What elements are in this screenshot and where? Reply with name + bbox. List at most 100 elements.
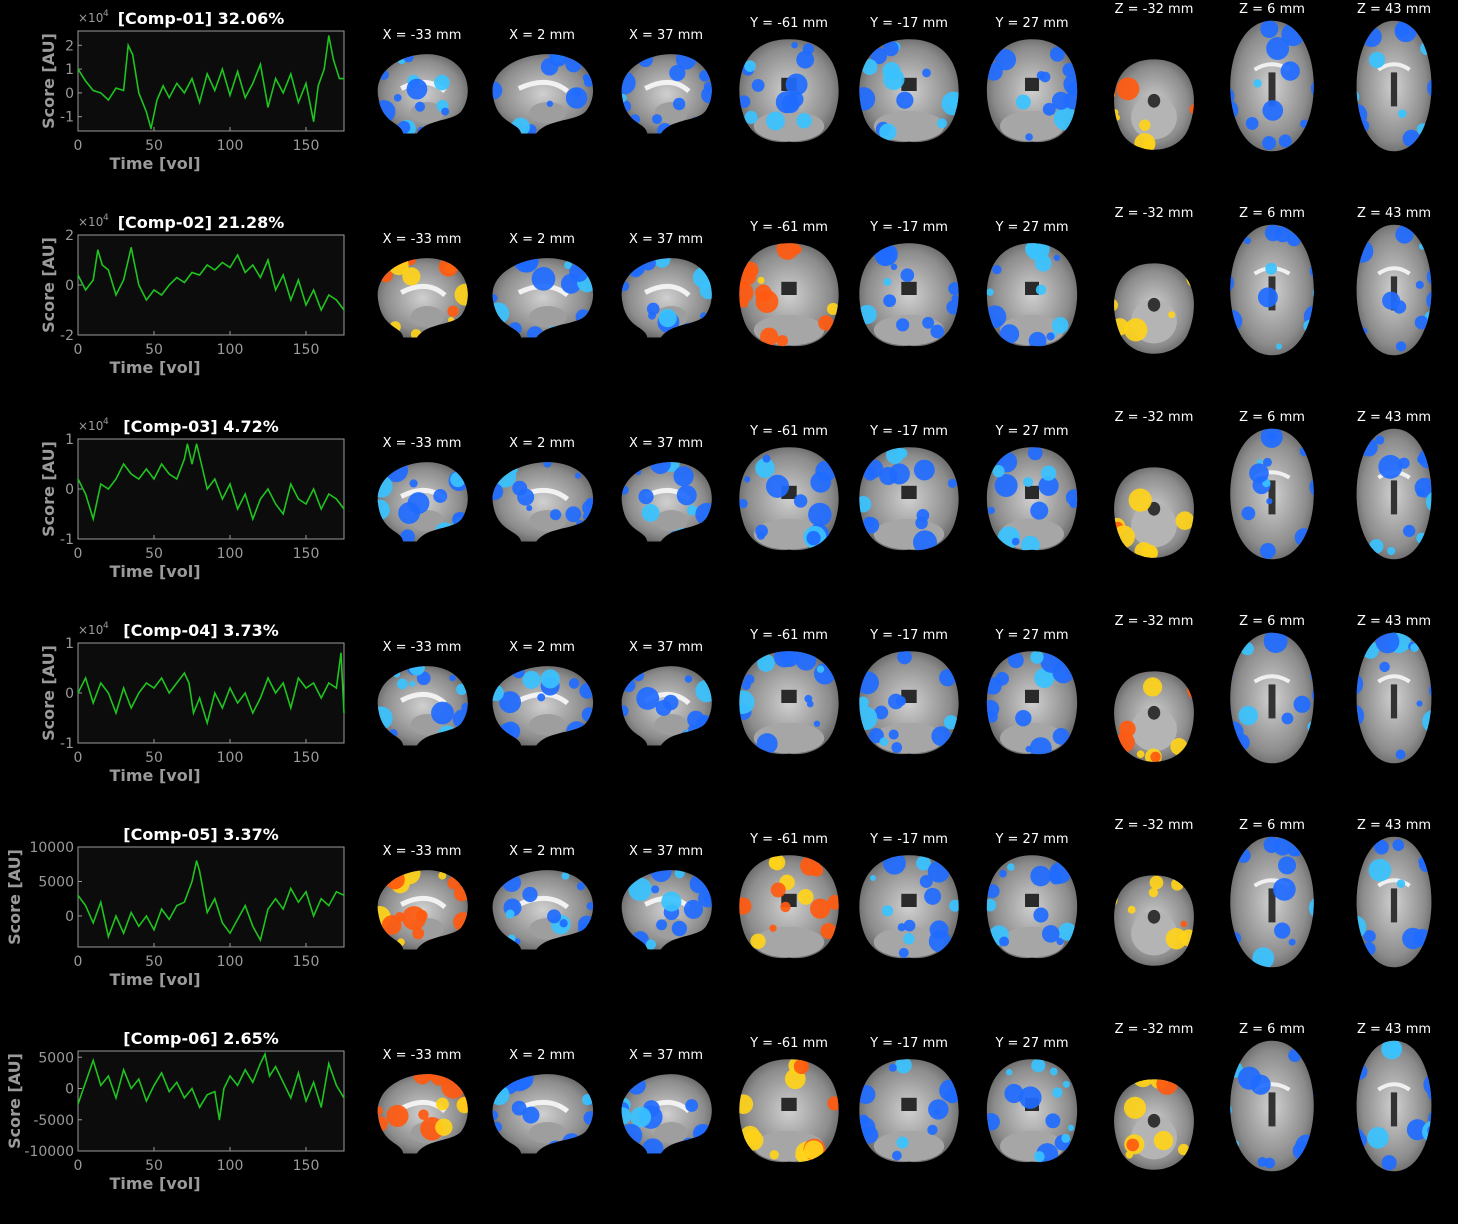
brain-slice-image	[1230, 224, 1314, 356]
timecourse-point	[320, 309, 322, 311]
activation-blob	[1378, 454, 1403, 479]
activation-blob	[492, 81, 503, 100]
timecourse-point	[229, 687, 231, 689]
brain-slice-image	[986, 447, 1078, 551]
brain-slice	[614, 456, 718, 546]
activation-blob	[811, 864, 824, 877]
activation-blob	[1121, 33, 1136, 48]
activation-blob	[1397, 109, 1407, 119]
timecourse-point	[259, 939, 261, 941]
activation-blob	[1288, 938, 1296, 946]
timecourse-line	[77, 35, 344, 129]
timecourse-point	[85, 289, 87, 291]
timecourse-point	[335, 687, 337, 689]
activation-blob	[1033, 1151, 1045, 1162]
activation-blob	[886, 447, 904, 464]
activation-blob	[492, 483, 504, 501]
activation-blob	[1310, 78, 1314, 99]
timecourse-point	[191, 271, 193, 274]
timecourse-point	[123, 279, 125, 281]
slice-coordinate-label: Y = 27 mm	[995, 832, 1069, 847]
timecourse-point	[244, 1069, 246, 1071]
activation-blob	[888, 1063, 897, 1072]
activation-blob	[1232, 1140, 1240, 1148]
activation-blob	[645, 939, 657, 950]
activation-blob	[1369, 539, 1384, 554]
timecourse-point	[161, 294, 163, 296]
y-axis-label: Score [AU]	[39, 33, 58, 129]
brain-slice	[982, 1056, 1082, 1166]
activation-blob	[1065, 489, 1078, 506]
activation-blob	[492, 684, 504, 702]
brain-slice-image	[739, 39, 839, 143]
timecourse-point	[92, 89, 94, 92]
activation-blob	[796, 113, 812, 129]
y-tick-label: 0	[65, 278, 74, 294]
slice-coordinate-label: Y = 27 mm	[995, 424, 1069, 439]
activation-blob	[517, 488, 535, 506]
timecourse-point	[145, 915, 147, 917]
activation-blob	[820, 922, 837, 939]
activation-blob	[859, 671, 879, 695]
brain-slice	[1102, 426, 1206, 564]
y-axis-label: Score [AU]	[39, 441, 58, 537]
activation-blob	[744, 110, 758, 124]
timecourse-point	[138, 478, 140, 480]
slice-coordinate-label: X = 2 mm	[509, 1048, 575, 1063]
activation-blob	[1418, 448, 1432, 469]
activation-blob	[739, 690, 755, 714]
activation-blob	[1114, 892, 1118, 908]
y-tick-label: 5000	[38, 874, 74, 890]
timecourse-point	[259, 276, 261, 279]
activation-blob	[1175, 511, 1194, 531]
activation-blob	[433, 489, 448, 503]
timecourse-point	[202, 468, 204, 470]
activation-blob	[813, 720, 821, 727]
activation-blob	[414, 101, 426, 112]
axis-exponent-power: 4	[103, 9, 109, 19]
activation-blob	[859, 304, 877, 325]
activation-blob	[1420, 41, 1432, 56]
timecourse-point	[297, 677, 299, 679]
slice-coordinate-label: Z = 6 mm	[1239, 818, 1305, 833]
brain-slice	[614, 660, 718, 750]
activation-blob	[903, 933, 915, 945]
activation-blob	[1139, 119, 1151, 131]
timecourse-point	[97, 249, 99, 251]
activation-blob	[1038, 475, 1059, 496]
activation-blob	[1124, 318, 1148, 342]
brain-slice	[1342, 630, 1446, 766]
brain-slice	[734, 240, 844, 350]
activation-blob	[1230, 272, 1235, 294]
slice-coordinate-label: Z = -32 mm	[1114, 614, 1194, 629]
timecourse-point	[237, 254, 239, 256]
activation-blob	[986, 884, 1000, 899]
activation-blob	[896, 1136, 909, 1149]
timecourse-point	[123, 89, 125, 92]
timecourse-point	[191, 463, 193, 465]
activation-blob	[621, 93, 627, 103]
activation-blob	[928, 930, 952, 953]
activation-blob	[546, 325, 562, 338]
activation-blob	[1128, 488, 1152, 512]
timecourse-point	[127, 44, 129, 46]
activation-blob	[890, 263, 898, 271]
timecourse-point	[183, 92, 185, 94]
activation-blob	[1149, 875, 1164, 890]
activation-blob	[447, 876, 461, 890]
brain-slice-image	[1356, 20, 1432, 152]
slice-coordinate-label: X = 37 mm	[628, 232, 704, 247]
activation-blob	[1125, 1150, 1134, 1159]
timecourse-point	[138, 92, 140, 94]
activation-blob	[1249, 463, 1269, 484]
activation-blob	[656, 919, 668, 931]
activation-blob	[565, 506, 582, 523]
activation-blob	[1300, 119, 1309, 128]
activation-blob	[1190, 266, 1194, 276]
activation-blob	[403, 54, 414, 63]
timecourse-point	[282, 682, 284, 684]
activation-blob	[505, 909, 515, 919]
axis-exponent-power: 4	[103, 417, 109, 427]
activation-blob	[1061, 1133, 1071, 1143]
